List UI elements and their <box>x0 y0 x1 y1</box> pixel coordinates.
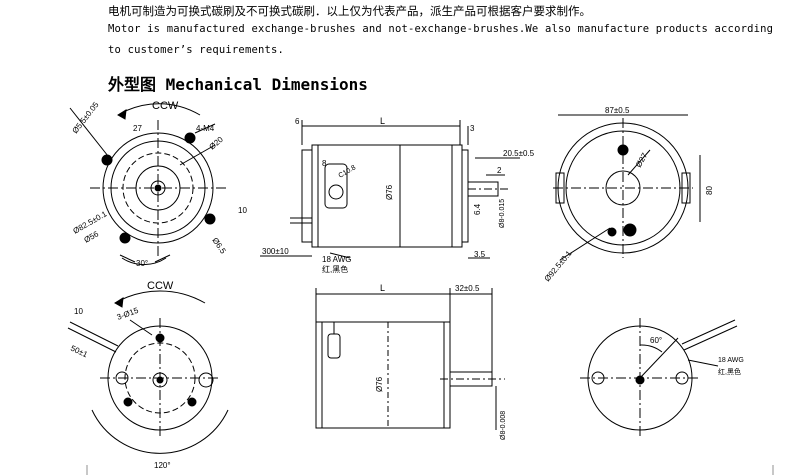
bl-dim-10: 10 <box>74 307 83 316</box>
tm-dim-3-5: 3.5 <box>474 250 486 259</box>
br-brush-left <box>591 371 605 385</box>
tr-hole-bottom <box>623 223 637 237</box>
tl-hole-1 <box>101 154 113 166</box>
bl-dim-50: 50±1 <box>69 344 89 360</box>
tl-dim-d20: Ø20 <box>208 135 226 152</box>
tl-leader-m4 <box>194 123 216 134</box>
bl-hole-top <box>155 333 165 343</box>
tl-angle-leg-1 <box>119 254 136 263</box>
br-dim-60: 60° <box>650 336 662 345</box>
tl-hole-4 <box>119 232 131 244</box>
bl-rotation-label: CCW <box>147 280 174 292</box>
bm-dim-d8: Ø8-0.008 <box>500 411 507 440</box>
bl-angle-arc <box>91 409 229 454</box>
tr-dim-d92: Ø92.5±0.1 <box>543 249 574 284</box>
tm-rear-cap <box>301 149 313 243</box>
tr-hole-top <box>617 144 629 156</box>
section-title: 外型图 Mechanical Dimensions <box>108 75 368 94</box>
tl-rotation-arrow <box>117 109 127 120</box>
tm-dim-3: 3 <box>470 124 475 133</box>
tm-dim-6: 6 <box>295 117 300 126</box>
tm-wire-leader <box>329 252 351 259</box>
tl-leader-hole <box>69 107 109 157</box>
drawing-bottom-right-end-view: 60° 18 AWG 红,黑色 <box>580 318 744 438</box>
tm-dim-10: 10 <box>238 206 247 215</box>
tm-brush-cap <box>328 184 344 200</box>
bl-brush-left <box>115 371 129 385</box>
bm-dim-d76: Ø76 <box>375 376 384 392</box>
br-wire-colors: 红,黑色 <box>718 367 741 376</box>
tr-leader-27 <box>627 149 651 176</box>
br-center-dot <box>635 375 645 385</box>
bottom-edge-mark-right <box>772 465 774 475</box>
tl-hole-3 <box>204 213 216 225</box>
bl-leader-3-holes <box>129 319 153 336</box>
tr-dim-87: 87±0.5 <box>605 106 630 115</box>
tl-leader-d20 <box>179 144 216 166</box>
tm-dim-d76: Ø76 <box>385 184 394 200</box>
tl-hole-2 <box>184 132 196 144</box>
bl-wire-2 <box>67 327 117 353</box>
bottom-edge-mark-left <box>86 465 88 475</box>
tr-leader-d92 <box>559 227 611 261</box>
bl-dim-120: 120° <box>154 461 171 470</box>
bl-center-hole <box>152 372 168 388</box>
tl-dim-m4: 4-M4 <box>196 124 215 133</box>
br-brush-right <box>675 371 689 385</box>
tm-dim-300: 300±10 <box>262 247 289 256</box>
tm-front-flange <box>461 149 469 243</box>
bl-rotation-arc <box>114 290 206 304</box>
bl-hole-left <box>123 397 133 407</box>
br-wire-leader <box>687 359 719 367</box>
br-wire-1 <box>681 319 736 345</box>
tl-dim-angle: 30° <box>136 259 148 268</box>
bm-dim-L: L <box>380 283 385 293</box>
bl-center-dot <box>156 376 164 384</box>
drawing-top-left-end-view: CCW Ø5.5±0.05 27 4-M4 Ø20 Ø82.5±0.1 Ø56 … <box>69 100 228 268</box>
tm-dim-2: 2 <box>497 166 502 175</box>
br-angle-arc <box>639 344 663 353</box>
drawing-top-middle-side-view: L 6 3 20.5±0.5 8 C10.8 Ø76 2 6.4 Ø8-0.01… <box>238 116 535 274</box>
tl-angle-leg-2 <box>154 254 171 263</box>
notice-chinese: 电机可制造为可换式碳刷及不可换式碳刷．以上仅为代表产品，派生产品可根据客户要求制… <box>108 4 591 18</box>
tl-rotation-label: CCW <box>152 100 179 112</box>
tr-hole-bottom-2 <box>607 227 617 237</box>
tm-dim-d8: Ø8-0.015 <box>499 199 506 228</box>
tl-angle-arc <box>121 257 167 266</box>
tl-rotation-arc <box>117 103 201 116</box>
br-wire-2 <box>683 325 738 351</box>
bl-wire-1 <box>69 321 119 347</box>
notice-english-line-2: to customer’s requirements. <box>108 44 285 56</box>
bl-dim-3-holes: 3-Ø15 <box>116 306 140 322</box>
tm-wire-spec: 18 AWG <box>322 255 352 264</box>
bl-hole-right <box>187 397 197 407</box>
bm-motor-body <box>315 321 451 429</box>
tl-dim-d56: Ø56 <box>83 229 101 245</box>
tm-dim-6-4: 6.4 <box>473 203 482 215</box>
tm-dim-20-5: 20.5±0.5 <box>503 149 535 158</box>
tm-brush-holder <box>324 163 348 209</box>
tl-dim-d6: Ø6.5 <box>210 236 228 256</box>
tm-dim-8: 8 <box>322 159 327 168</box>
tm-wire-colors: 红,黑色 <box>322 264 348 274</box>
bl-rotation-arrow <box>114 297 124 308</box>
bm-brush-holder <box>327 333 341 359</box>
bl-brush-right <box>198 372 214 388</box>
notice-english-line-1: Motor is manufactured exchange-brushes a… <box>108 23 774 35</box>
br-wire-spec: 18 AWG <box>718 357 744 364</box>
tr-dim-80: 80 <box>705 186 714 195</box>
tl-dim-hole: Ø5.5±0.05 <box>70 100 100 135</box>
tm-dim-L: L <box>380 116 385 126</box>
br-angle-leg <box>639 337 679 379</box>
tl-dim-27: 27 <box>133 124 142 133</box>
drawing-bottom-left-end-view: CCW 10 3-Ø15 50±1 120° <box>67 280 229 470</box>
drawing-bottom-middle-side-view: L 32±0.5 Ø76 Ø8-0.008 <box>315 283 507 440</box>
bm-dim-32: 32±0.5 <box>455 284 480 293</box>
drawing-top-right-end-view: 87±0.5 Ø27 80 Ø92.5±0.1 <box>543 106 714 283</box>
